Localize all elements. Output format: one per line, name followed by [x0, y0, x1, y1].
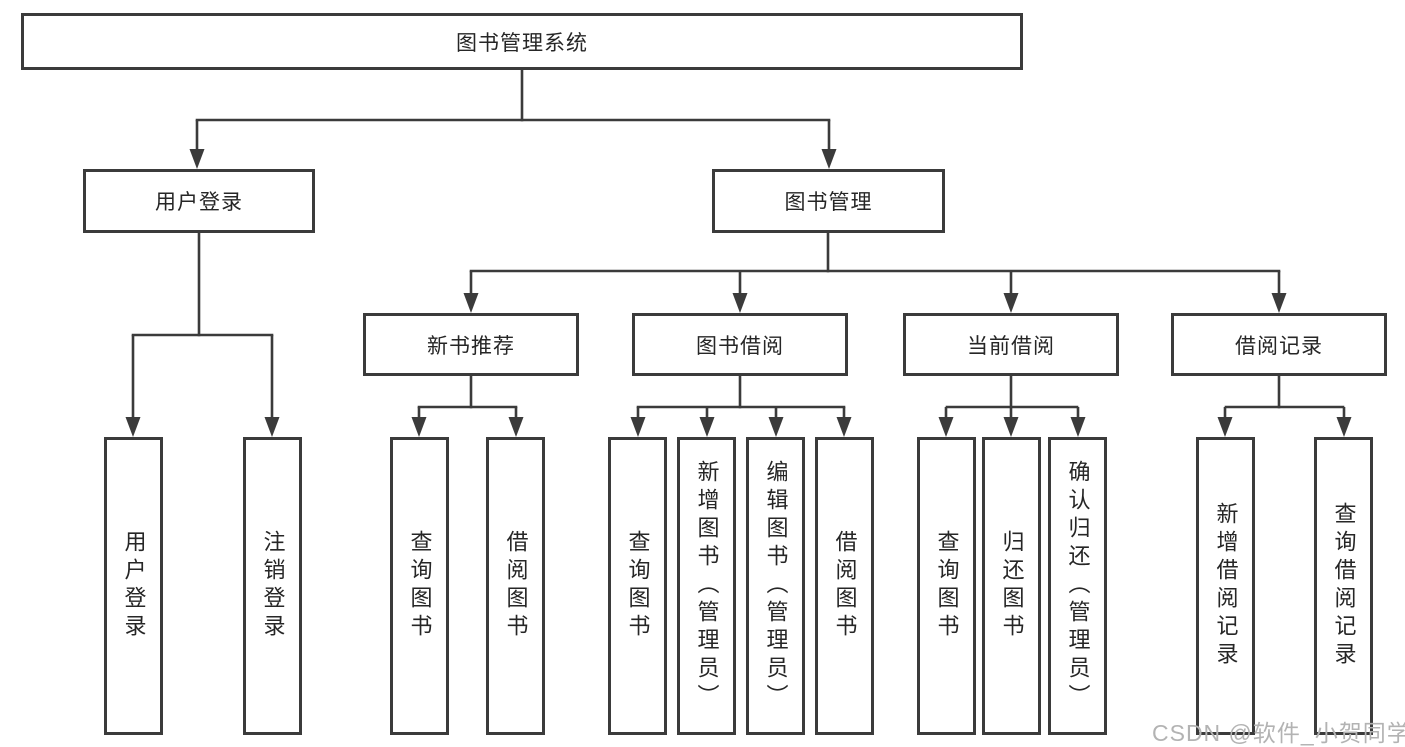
leaf-borrow-add-books-admin-label: 新增图书（管理员） — [694, 460, 720, 712]
leaf-current-query-books-label: 查询图书 — [934, 530, 960, 642]
node-borrow-record-label: 借阅记录 — [1235, 334, 1323, 358]
leaf-current-return-books-label: 归还图书 — [999, 530, 1025, 642]
node-user-login-label: 用户登录 — [155, 191, 243, 214]
leaf-recommend-query-books: 查询图书 — [390, 437, 449, 735]
node-borrow-record: 借阅记录 — [1171, 313, 1387, 376]
node-book-management-label: 图书管理 — [784, 191, 873, 214]
leaf-record-query-record: 查询借阅记录 — [1314, 437, 1373, 735]
node-current-borrow: 当前借阅 — [903, 313, 1119, 376]
leaf-current-confirm-return-admin: 确认归还（管理员） — [1048, 437, 1107, 735]
leaf-record-query-record-label: 查询借阅记录 — [1331, 502, 1357, 670]
leaf-borrow-edit-books-admin: 编辑图书（管理员） — [746, 437, 805, 735]
node-new-book-recommend-label: 新书推荐 — [427, 334, 515, 358]
leaf-record-add-record: 新增借阅记录 — [1196, 437, 1255, 735]
node-book-management: 图书管理 — [712, 169, 945, 233]
arrow-down-icons — [125, 149, 1352, 437]
leaf-borrow-add-books-admin: 新增图书（管理员） — [677, 437, 736, 735]
branch-lines — [131, 70, 1346, 418]
leaf-logout-label: 注销登录 — [260, 530, 286, 642]
leaf-borrow-query-books: 查询图书 — [608, 437, 667, 735]
node-new-book-recommend: 新书推荐 — [363, 313, 579, 376]
leaf-record-add-record-label: 新增借阅记录 — [1213, 502, 1239, 670]
leaf-recommend-borrow-books-label: 借阅图书 — [503, 530, 529, 642]
node-current-borrow-label: 当前借阅 — [967, 334, 1055, 358]
leaf-recommend-borrow-books: 借阅图书 — [486, 437, 545, 735]
leaf-current-confirm-return-admin-label: 确认归还（管理员） — [1065, 460, 1091, 712]
leaf-logout: 注销登录 — [243, 437, 302, 735]
node-book-borrow-label: 图书借阅 — [696, 334, 784, 358]
leaf-borrow-query-books-label: 查询图书 — [625, 530, 651, 642]
leaf-borrow-borrow-books: 借阅图书 — [815, 437, 874, 735]
leaf-borrow-edit-books-admin-label: 编辑图书（管理员） — [763, 460, 789, 712]
leaf-current-query-books: 查询图书 — [917, 437, 976, 735]
leaf-recommend-query-books-label: 查询图书 — [407, 530, 433, 642]
leaf-current-return-books: 归还图书 — [982, 437, 1041, 735]
node-root-label: 图书管理系统 — [456, 31, 588, 55]
leaf-user-login-label: 用户登录 — [121, 530, 147, 642]
node-book-borrow: 图书借阅 — [632, 313, 848, 376]
node-root: 图书管理系统 — [21, 13, 1023, 70]
node-user-login: 用户登录 — [83, 169, 315, 233]
leaf-borrow-borrow-books-label: 借阅图书 — [832, 530, 858, 642]
leaf-user-login: 用户登录 — [104, 437, 163, 735]
csdn-watermark: CSDN @软件_小贺同学 — [1152, 720, 1405, 746]
